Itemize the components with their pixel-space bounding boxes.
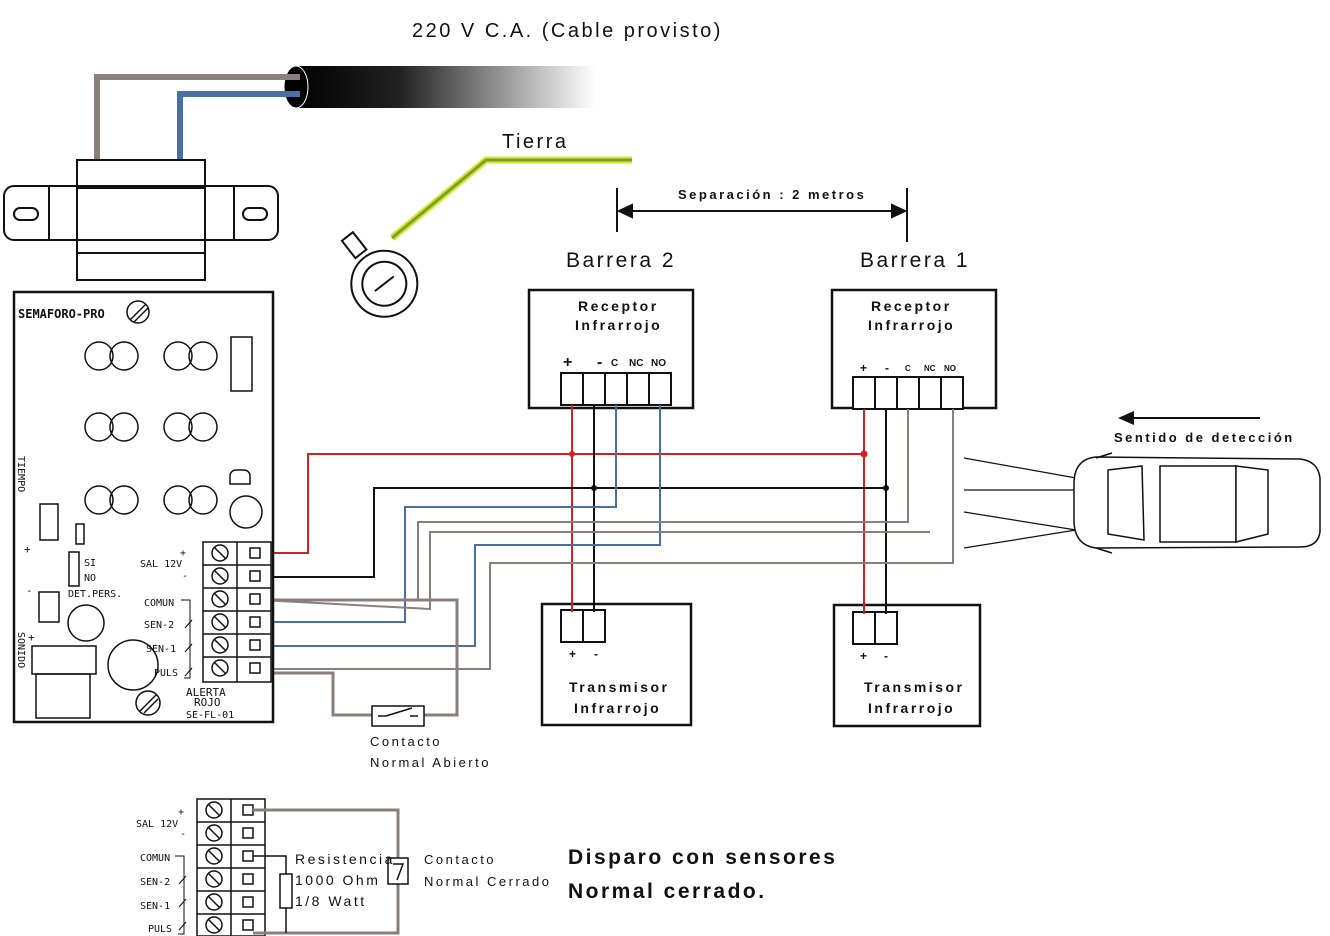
board-rojo: ROJO [194, 696, 221, 709]
board-sal-plus: + [180, 548, 186, 559]
nc-sen1: SEN-1 [140, 901, 170, 912]
board-sen2: SEN-2 [144, 620, 174, 631]
r1-term-nc: NC [924, 364, 936, 373]
receiver1-line2: Infrarrojo [868, 317, 955, 333]
r1-term-no: NO [944, 364, 956, 373]
nc-sal-minus: - [180, 829, 186, 840]
transmitter-barrier1: + - Transmisor Infrarrojo [832, 603, 982, 728]
receiver-barrier1: Receptor Infrarrojo + - C NC NO [830, 288, 998, 410]
board-name: SEMAFORO-PRO [18, 307, 105, 321]
contact-no-line1: Contacto [370, 734, 442, 749]
receiver-barrier2: Receptor Infrarrojo + - C NC NO [527, 288, 695, 410]
nc-wiring [253, 808, 400, 935]
receiver1-line1: Receptor [871, 298, 952, 314]
power-label: 220 V C.A. (Cable provisto) [412, 20, 723, 42]
barrier1-title: Barrera 1 [860, 249, 970, 272]
transmitter1-line2: Infrarrojo [868, 700, 955, 716]
board-sal-minus: - [182, 571, 188, 582]
nc-puls: PULS [148, 924, 172, 935]
nc-terminal-strip [196, 798, 266, 936]
r2-term-c: C [611, 358, 618, 369]
board-comun: COMUN [144, 598, 174, 609]
r1-term-c: C [905, 364, 911, 373]
board-sal12v: SAL 12V [140, 559, 182, 570]
r1-term-minus: - [885, 361, 889, 375]
detection-direction-arrow [1118, 411, 1260, 425]
wire-junctions [569, 450, 889, 491]
direction-label: Sentido de detección [1114, 430, 1295, 445]
board-plus-sonido: + [28, 631, 35, 644]
r2-term-nc: NC [629, 358, 643, 369]
board-det-pers: DET.PERS. [68, 589, 122, 600]
r2-term-plus: + [563, 354, 572, 371]
receiver2-line2: Infrarrojo [575, 317, 662, 333]
board-tiempo: TIEMPO [15, 456, 26, 492]
resistor [279, 873, 293, 909]
separation-arrow [616, 188, 908, 242]
transformer [3, 159, 279, 281]
ground-label: Tierra [502, 131, 568, 153]
board-alerta: ALERTA [186, 686, 226, 699]
t1-term-plus: + [860, 649, 867, 663]
ground-wire [340, 156, 632, 318]
resistor-line2: 1000 Ohm [295, 872, 380, 888]
nc-sal-plus: + [178, 807, 184, 818]
nc-label-brackets [175, 855, 187, 935]
contact-normal-open [371, 705, 425, 727]
board-puls: PULS [154, 668, 178, 679]
nc-sal12v: SAL 12V [136, 819, 178, 830]
contact-normal-closed [387, 857, 409, 885]
resistor-line1: Resistencia [295, 851, 395, 867]
r2-term-no: NO [651, 358, 666, 369]
power-cable [94, 65, 595, 160]
board-no: NO [84, 573, 96, 584]
t2-term-minus: - [594, 647, 598, 661]
transmitter2-line1: Transmisor [569, 679, 669, 695]
beams [963, 457, 1077, 549]
nc-sen2: SEN-2 [140, 877, 170, 888]
board-plus-tiempo: + [24, 543, 31, 556]
r1-term-plus: + [860, 361, 867, 375]
board-sonido: SONIDO [15, 632, 26, 668]
wires [260, 405, 954, 717]
transmitter2-line2: Infrarrojo [574, 700, 661, 716]
barrier2-title: Barrera 2 [566, 249, 676, 272]
t2-term-plus: + [569, 647, 576, 661]
t1-term-minus: - [884, 649, 888, 663]
board-sen1: SEN-1 [146, 644, 176, 655]
r2-term-minus: - [597, 354, 602, 371]
transmitter-barrier2: + - Transmisor Infrarrojo [540, 602, 693, 727]
receiver2-line1: Receptor [578, 298, 659, 314]
nc-note-line2: Normal cerrado. [568, 880, 767, 903]
separation-label: Separación : 2 metros [678, 187, 866, 202]
control-board: SEMAFORO-PRO TIEMPO SONIDO + - + SI NO [12, 290, 275, 724]
nc-note-line1: Disparo con sensores [568, 846, 837, 869]
contact-no-line2: Normal Abierto [370, 755, 491, 770]
nc-contact-line1: Contacto [424, 852, 496, 867]
nc-comun: COMUN [140, 853, 170, 864]
board-model: SE-FL-01 [186, 710, 234, 721]
board-si: SI [84, 558, 96, 569]
transmitter1-line1: Transmisor [864, 679, 964, 695]
resistor-line3: 1/8 Watt [295, 893, 367, 909]
board-minus-tiempo: - [26, 584, 33, 597]
car [1073, 452, 1321, 554]
nc-contact-line2: Normal Cerrado [424, 874, 551, 889]
